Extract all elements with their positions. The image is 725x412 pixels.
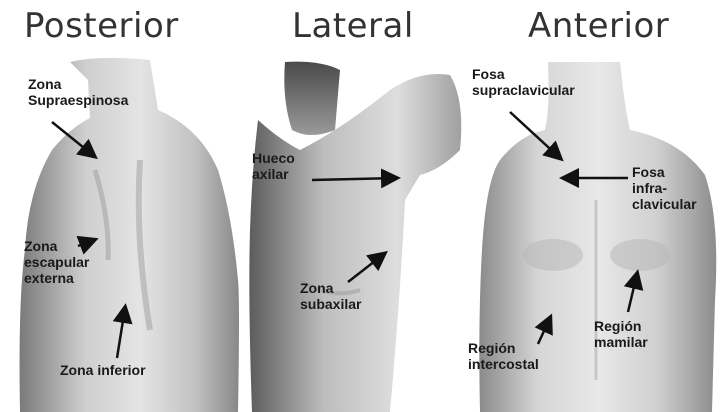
label-zona-subaxilar: Zona subaxilar [300, 280, 361, 312]
label-fosa-supraclavicular: Fosa supraclavicular [472, 66, 575, 98]
label-region-mamilar: Región mamilar [594, 318, 648, 350]
label-zona-inferior: Zona inferior [60, 362, 146, 378]
panel-title-anterior: Anterior [528, 6, 669, 46]
posterior-torso [20, 58, 239, 412]
panel-title-posterior: Posterior [24, 6, 179, 46]
label-fosa-infraclavicular: Fosa infra- clavicular [632, 164, 697, 212]
label-zona-escapular-externa: Zona escapular externa [24, 238, 89, 286]
label-region-intercostal: Región intercostal [468, 340, 539, 372]
panel-title-lateral: Lateral [292, 6, 414, 46]
label-zona-supraespinosa: Zona Supraespinosa [28, 76, 128, 108]
lateral-torso [249, 62, 461, 412]
label-hueco-axilar: Hueco axilar [252, 150, 295, 182]
